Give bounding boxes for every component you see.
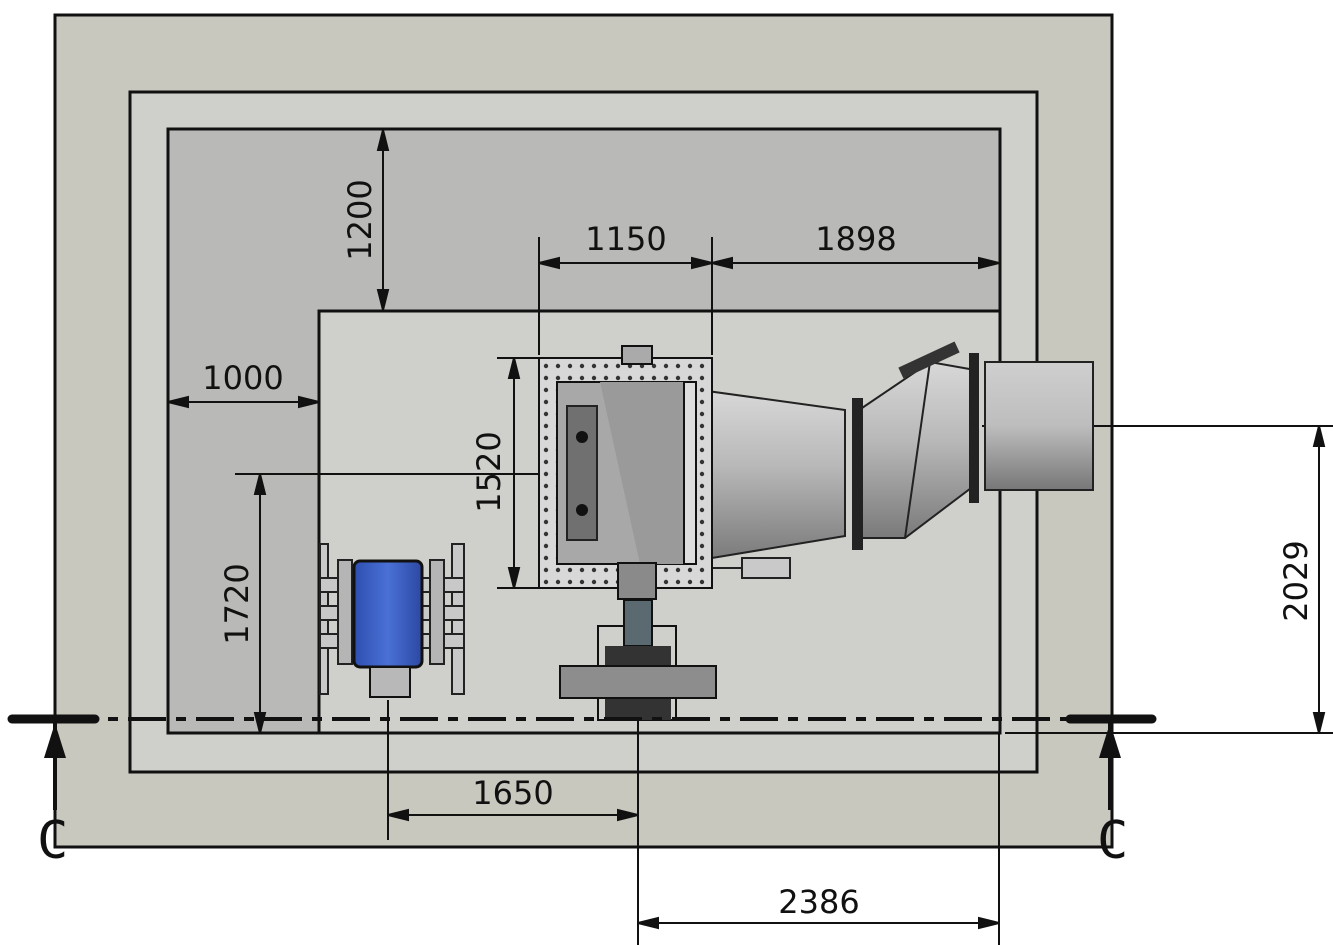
section-marker-left: C [37, 811, 68, 871]
motor [352, 559, 424, 698]
dim-1000: 1000 [202, 359, 283, 397]
dim-2386: 2386 [778, 883, 859, 921]
dim-1720: 1720 [218, 563, 256, 644]
section-marker-right: C [1097, 811, 1128, 871]
outlet-pipe [984, 361, 1094, 491]
dim-1150: 1150 [585, 220, 666, 258]
shaft-assembly [559, 599, 717, 721]
section-line [7, 714, 1157, 810]
dim-1898: 1898 [815, 220, 896, 258]
dim-1200: 1200 [341, 179, 379, 260]
fan-housing [538, 345, 713, 600]
dim-1650: 1650 [472, 774, 553, 812]
dim-2029: 2029 [1277, 540, 1315, 621]
dimension-lines [167, 129, 1333, 945]
dim-1520: 1520 [470, 431, 508, 512]
elbow-duct [852, 341, 979, 550]
